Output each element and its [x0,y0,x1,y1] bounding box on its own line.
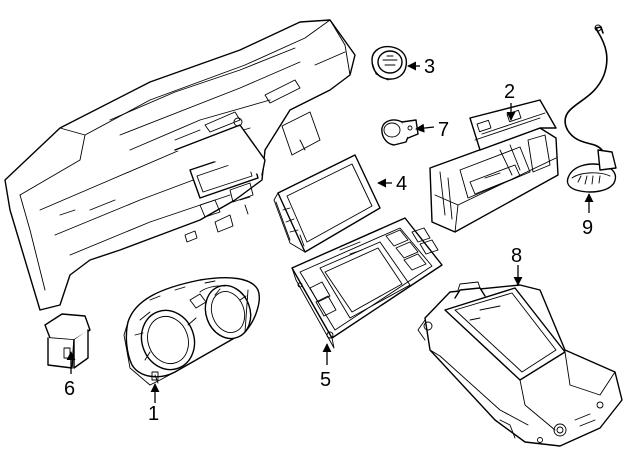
part-4-display [273,154,381,253]
callout-9: 9 [582,217,593,239]
callout-6: 6 [64,378,75,400]
callout-5: 5 [320,369,331,391]
part-2-climate-module [429,99,559,233]
instrument-panel [4,19,356,311]
callout-1: 1 [148,403,159,425]
callout-7: 7 [438,119,449,141]
part-3-switch [371,45,408,81]
part-7-sensor [381,119,419,146]
callout-3: 3 [424,56,435,78]
callouts: 3 7 2 4 9 8 5 1 6 [64,56,593,425]
part-6-switch [44,313,91,369]
callout-8: 8 [511,245,522,267]
callout-2: 2 [504,81,515,103]
part-9-antenna [564,24,617,193]
part-1-instrument-cluster [123,277,260,386]
leader-7 [415,123,435,133]
leader-lines [66,61,594,403]
callout-4: 4 [396,173,407,195]
part-8-module [417,281,623,447]
part-5-touch-panel [291,217,443,349]
